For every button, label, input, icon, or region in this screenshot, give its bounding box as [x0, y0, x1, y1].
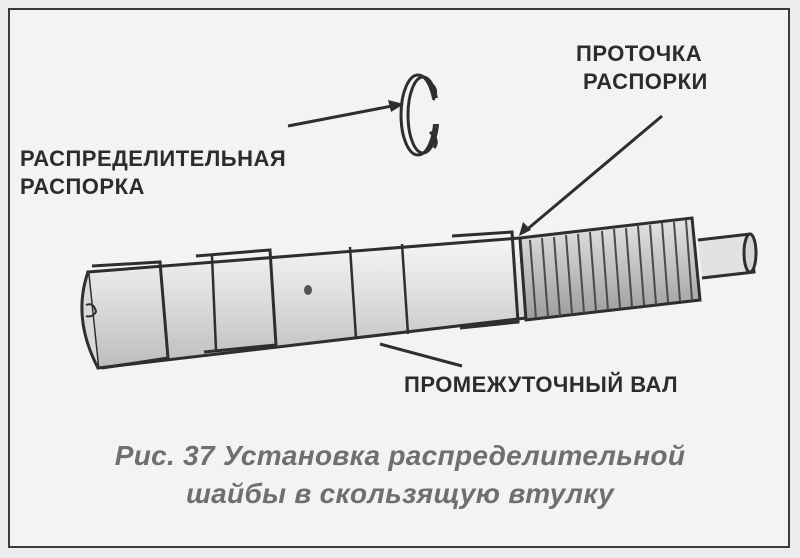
leader-lines [287, 100, 663, 368]
groove-leader-line [523, 114, 663, 234]
split-ring-spacer [399, 73, 446, 157]
spacer-leader-line [287, 104, 393, 128]
shaft-leader-line [379, 342, 463, 368]
figure-caption-line1: Рис. 37 Установка распределительной [114, 440, 686, 471]
shaft-label: ПРОМЕЖУТОЧНЫЙ ВАЛ [404, 372, 679, 397]
groove-label-line2: РАСПОРКИ [583, 69, 708, 94]
spacer-label-line2: РАСПОРКА [20, 174, 145, 199]
spacer-label-line1: РАСПРЕДЕЛИТЕЛЬНАЯ [20, 146, 287, 171]
groove-label-line1: ПРОТОЧКА [576, 41, 703, 66]
intermediate-shaft [80, 216, 758, 370]
figure-caption-line2: шайбы в скользящую втулку [185, 478, 615, 509]
